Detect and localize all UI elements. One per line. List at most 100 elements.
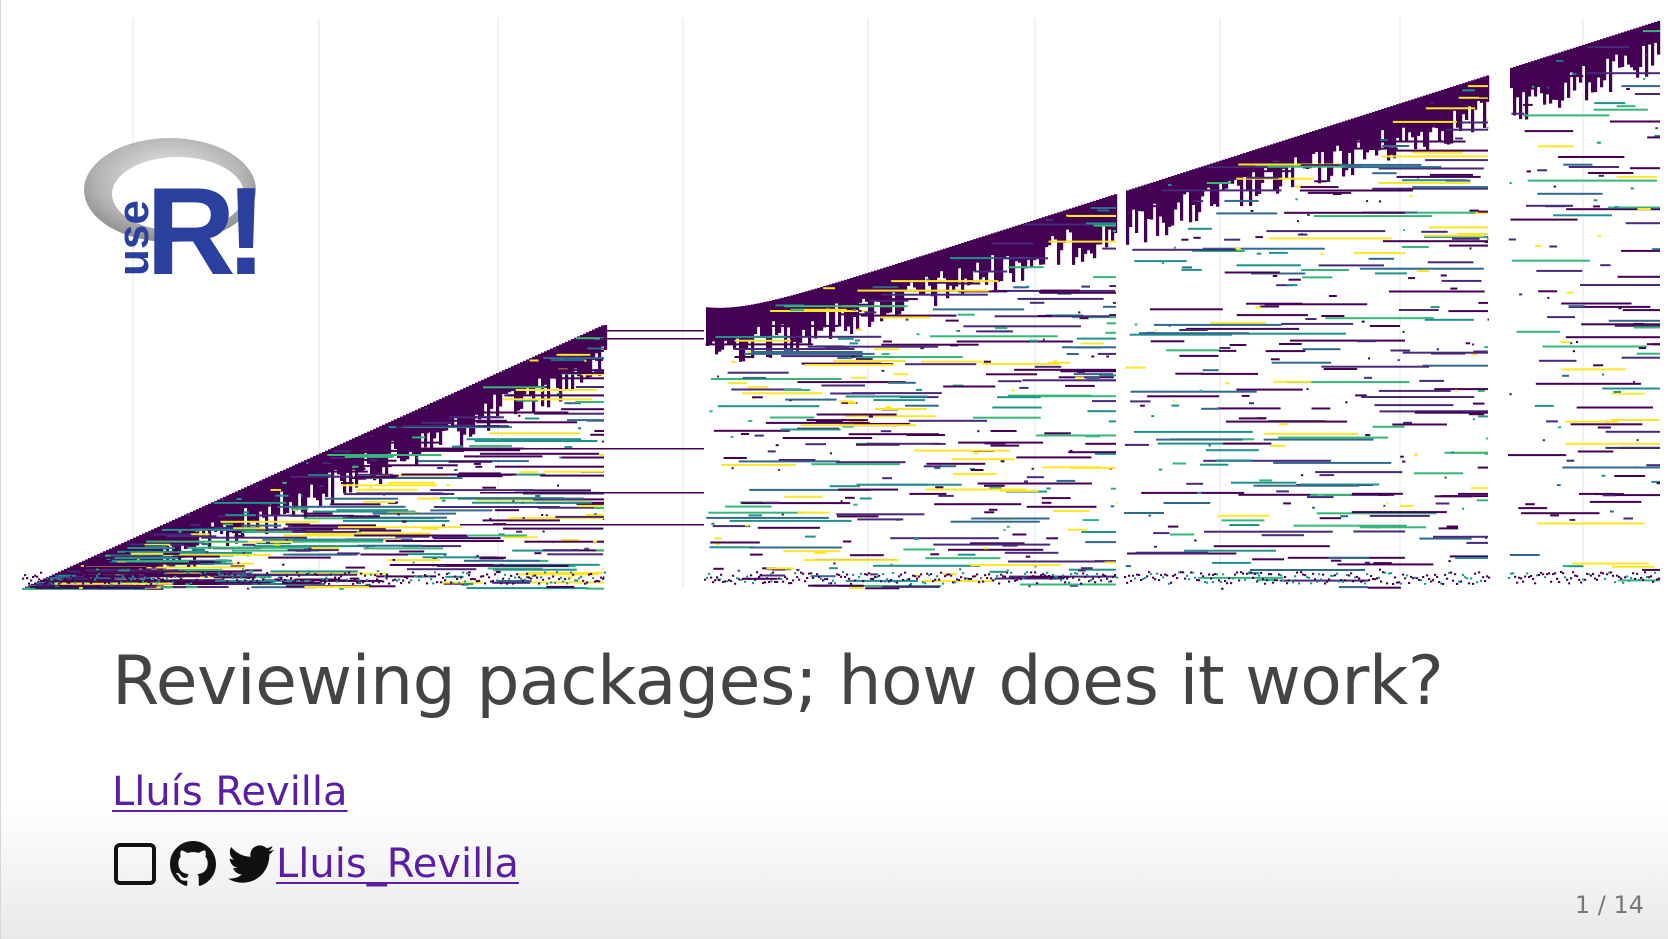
package-segment: [158, 580, 161, 583]
package-segment: [1272, 581, 1275, 584]
package-segment: [1554, 572, 1557, 575]
twitter-icon[interactable]: [228, 841, 274, 887]
package-segment: [724, 580, 727, 583]
package-segment: [526, 572, 529, 575]
checkbox-icon[interactable]: [112, 841, 158, 887]
timeline-band: [1186, 171, 1190, 193]
github-icon[interactable]: [170, 841, 216, 887]
package-segment: [463, 559, 540, 562]
package-segment: [467, 571, 471, 574]
package-segment: [771, 568, 786, 571]
package-segment: [536, 576, 539, 579]
package-segment: [448, 408, 460, 411]
package-segment: [463, 583, 474, 585]
package-segment: [1028, 585, 1031, 588]
timeline-band: [298, 462, 302, 494]
timeline-band: [1240, 153, 1244, 207]
package-segment: [731, 361, 736, 364]
package-segment: [734, 356, 753, 358]
package-segment: [848, 577, 851, 580]
package-segment: [830, 582, 833, 585]
package-segment: [370, 573, 373, 576]
package-segment: [715, 336, 787, 338]
package-segment: [1530, 575, 1533, 578]
package-segment: [804, 580, 807, 583]
package-segment: [1163, 502, 1211, 504]
package-segment: [1634, 577, 1637, 580]
timeline-band: [1318, 129, 1322, 184]
package-segment: [1398, 309, 1439, 311]
package-segment: [328, 460, 361, 463]
package-segment: [1652, 248, 1660, 251]
package-segment: [88, 580, 91, 583]
package-segment: [218, 571, 221, 574]
author-link[interactable]: Lluís Revilla: [112, 769, 348, 815]
package-segment: [1568, 582, 1571, 585]
package-segment: [106, 579, 109, 582]
package-segment: [1372, 172, 1397, 175]
package-segment: [1092, 577, 1095, 580]
package-segment: [335, 466, 339, 469]
package-segment: [1124, 512, 1164, 514]
timeline-band: [889, 265, 893, 313]
timeline-band: [412, 411, 416, 457]
package-segment: [114, 579, 117, 582]
package-segment: [1044, 432, 1071, 435]
package-segment: [522, 517, 525, 519]
package-segment: [1644, 54, 1647, 57]
package-segment: [524, 540, 604, 543]
logo-use-text: use: [109, 200, 158, 276]
package-segment: [909, 583, 912, 586]
package-segment: [1382, 240, 1488, 243]
package-segment: [1546, 573, 1549, 576]
timeline-band: [1615, 34, 1619, 55]
timeline-band: [1369, 112, 1373, 150]
package-segment: [874, 348, 900, 351]
package-segment: [797, 511, 830, 514]
package-segment: [1140, 404, 1145, 407]
package-segment: [1525, 503, 1535, 506]
package-segment: [977, 482, 1092, 485]
package-segment: [144, 576, 147, 579]
package-segment: [1305, 318, 1317, 320]
package-segment: [1419, 537, 1472, 540]
package-segment: [1396, 175, 1481, 178]
package-segment: [1250, 209, 1254, 212]
package-segment: [1438, 581, 1441, 584]
package-segment: [360, 566, 366, 569]
package-segment: [466, 572, 469, 575]
package-segment: [230, 565, 245, 568]
twitter-handle-link[interactable]: Lluis_Revilla: [276, 841, 519, 887]
timeline-band: [1075, 206, 1079, 258]
package-segment: [76, 580, 79, 583]
package-segment: [948, 573, 951, 576]
timeline-band: [997, 231, 1001, 282]
package-segment: [417, 497, 449, 500]
timeline-band: [1138, 186, 1142, 212]
timeline-band: [1612, 35, 1616, 62]
package-segment: [1086, 573, 1089, 576]
package-segment: [1085, 435, 1101, 438]
package-segment: [992, 406, 1042, 409]
package-segment: [112, 577, 115, 580]
package-segment: [969, 542, 1025, 545]
package-segment: [893, 373, 908, 376]
slide-title: Reviewing packages; how does it work?: [112, 642, 1444, 721]
package-segment: [1422, 364, 1488, 367]
package-segment: [1340, 579, 1343, 582]
package-segment: [460, 576, 463, 579]
package-segment: [412, 561, 415, 564]
package-segment: [542, 530, 545, 533]
package-segment: [1014, 368, 1116, 371]
package-segment: [578, 505, 604, 508]
package-segment: [452, 582, 455, 585]
package-segment: [943, 385, 996, 388]
timeline-band: [331, 447, 335, 504]
package-segment: [1584, 578, 1587, 581]
package-segment: [543, 470, 604, 473]
package-segment: [1186, 327, 1300, 330]
package-segment: [1593, 364, 1604, 367]
package-segment: [964, 577, 967, 580]
package-segment: [992, 579, 995, 582]
package-segment: [1472, 343, 1475, 346]
